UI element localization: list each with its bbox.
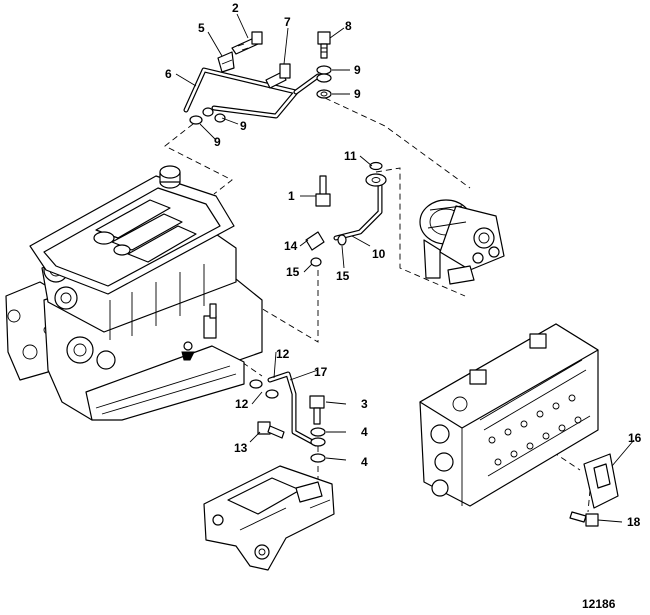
bolt-18: [569, 511, 599, 527]
mount-bracket: [203, 465, 335, 571]
callout-8: 8: [345, 19, 352, 33]
banjo-bolt-7: [265, 63, 291, 89]
callout-4b: 4: [361, 455, 368, 469]
turbocharger: [419, 199, 505, 285]
callout-16: 16: [628, 431, 642, 445]
callout-9b: 9: [354, 87, 361, 101]
oil-supply-line: [183, 67, 321, 125]
callout-9c: 9: [240, 119, 247, 133]
callout-4a: 4: [361, 425, 368, 439]
callout-18: 18: [627, 515, 641, 529]
callout-9d: 9: [214, 135, 221, 149]
callout-12b: 12: [235, 397, 249, 411]
callout-10: 10: [372, 247, 386, 261]
callout-13: 13: [234, 441, 248, 455]
callout-9a: 9: [354, 63, 361, 77]
lower-oil-line: [249, 371, 319, 447]
valve-cover: [29, 165, 235, 295]
callout-11: 11: [344, 149, 357, 163]
callout-labels: 2 5 7 8 6 9 9 9 9 11 1 14 15 15 10 12 12…: [165, 1, 642, 529]
callout-1: 1: [288, 189, 295, 203]
callout-6: 6: [165, 67, 172, 81]
oil-return-line: [305, 161, 387, 267]
callout-5: 5: [198, 21, 205, 35]
banjo-bolt-8: [317, 31, 331, 59]
bolt-13: [257, 421, 285, 439]
washers-9-upper: [316, 65, 332, 99]
callout-15a: 15: [286, 265, 300, 279]
bracket-16: [583, 453, 619, 509]
cylinder-head: [419, 323, 599, 507]
callout-17: 17: [314, 365, 328, 379]
bolt-1: [315, 175, 331, 207]
clamp-5: [217, 51, 235, 73]
callout-14: 14: [284, 239, 298, 253]
callout-3: 3: [361, 397, 368, 411]
bolt-3: [309, 395, 325, 425]
bolt-2: [231, 31, 263, 55]
callout-12a: 12: [276, 347, 290, 361]
leader-lines: [175, 13, 635, 523]
callout-2: 2: [232, 1, 239, 15]
callout-15b: 15: [336, 269, 350, 283]
washers-4: [310, 427, 326, 463]
callout-7: 7: [284, 15, 291, 29]
figure-number: 12186: [582, 597, 616, 611]
